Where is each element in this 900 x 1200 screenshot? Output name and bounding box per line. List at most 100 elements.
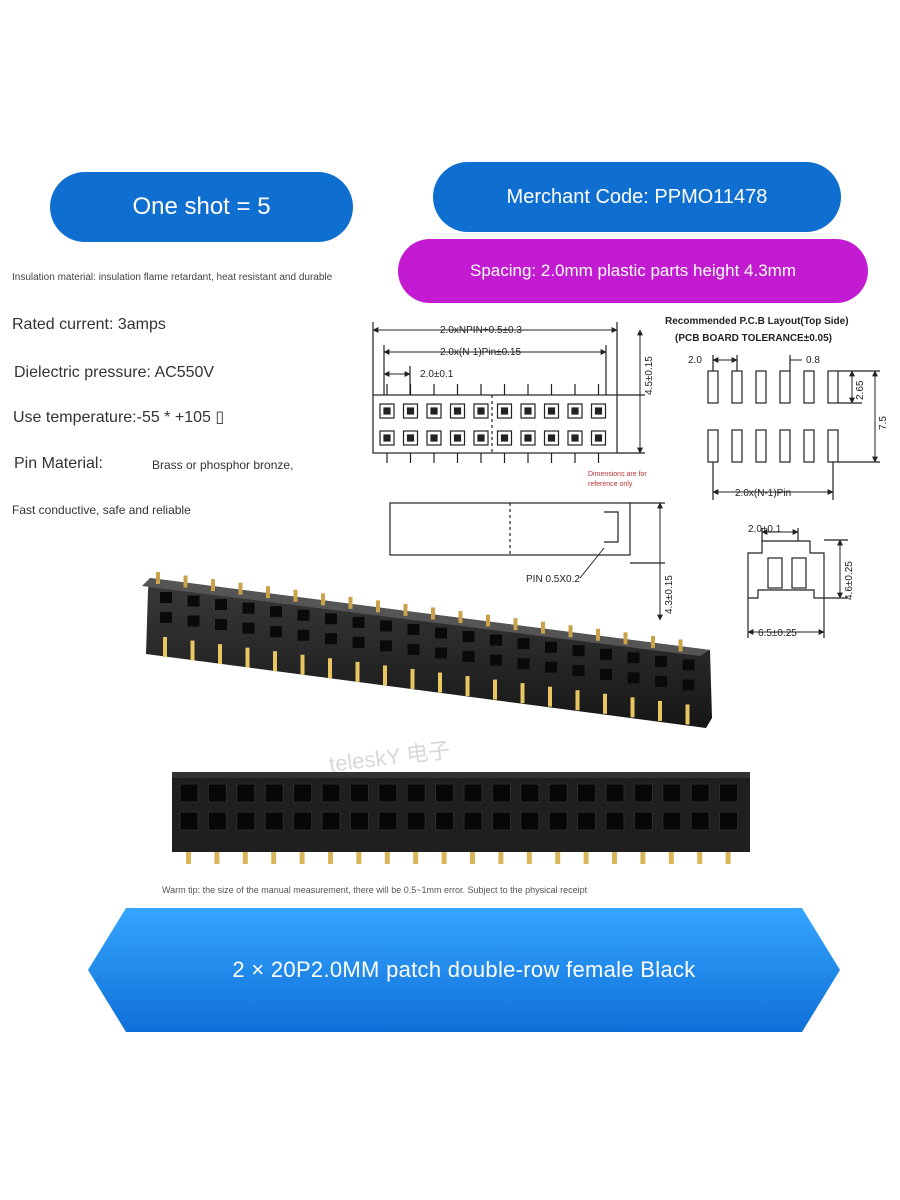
merchant-code-badge: Merchant Code: PPMO11478 (433, 162, 841, 232)
front-pin (356, 852, 362, 864)
socket-hole-front (462, 651, 475, 663)
socket-hole-bottom (179, 811, 199, 831)
one-shot-text: One shot = 5 (132, 193, 271, 220)
gold-pin-front (383, 665, 387, 686)
gold-pin-back (266, 586, 270, 599)
contact-top-core (500, 407, 509, 415)
gold-pin-back (678, 639, 683, 652)
gold-pin-front (300, 654, 305, 675)
contact-top (543, 403, 560, 419)
gold-pin-back (348, 596, 353, 609)
socket-hole-bottom (520, 811, 540, 831)
gold-pin-back (293, 589, 298, 602)
contact-bottom (379, 430, 395, 446)
contact-top-core (571, 407, 579, 415)
socket-hole-top (548, 783, 568, 803)
gold-pin-back (156, 572, 160, 584)
socket-hole-back (435, 627, 447, 639)
gold-pin-front (190, 640, 195, 661)
front-pin (697, 852, 703, 864)
socket-hole-front (187, 615, 200, 627)
spacing-text: Spacing: 2.0mm plastic parts height 4.3m… (470, 261, 796, 280)
contact-top (402, 403, 419, 419)
pin-material-value: Brass or phosphor bronze, (152, 458, 294, 472)
gold-pin-front (465, 676, 470, 697)
gold-pin-back (651, 635, 655, 648)
gold-pin-back (541, 621, 545, 634)
contact-bottom (426, 430, 442, 446)
gold-pin-front (575, 690, 580, 711)
insulation-text: Insulation material: insulation flame re… (12, 272, 333, 283)
socket-hole-top (321, 783, 341, 803)
end-pitch-label: 2.0±0.1 (748, 524, 782, 535)
socket-hole-top (690, 783, 710, 803)
contact-top-core (453, 407, 462, 415)
socket-hole-bottom (577, 811, 597, 831)
socket-hole-front (545, 661, 557, 673)
contact-bottom-core (477, 434, 485, 442)
socket-hole-top (463, 783, 483, 803)
contact-top (379, 403, 395, 419)
socket-hole-bottom (605, 811, 625, 831)
socket-hole-back (187, 595, 200, 607)
socket-hole-back (572, 645, 585, 657)
socket-hole-top (605, 783, 625, 803)
end-height-label: 4.6±0.25 (844, 561, 855, 600)
contact-bottom-core (594, 434, 603, 442)
socket-hole-back (517, 638, 530, 650)
gold-pin-front (685, 704, 690, 725)
socket-hole-bottom (321, 811, 341, 831)
pcb-pad-label: 0.8 (806, 355, 820, 366)
gold-pin-back (486, 614, 490, 627)
contact-bottom-core (547, 434, 556, 442)
socket-hole-bottom (264, 811, 284, 831)
front-pin (271, 852, 277, 864)
socket-hole-bottom (719, 811, 739, 831)
socket-hole-front (655, 675, 667, 687)
temperature-text: Use temperature:-55 * +105 ▯ (13, 409, 225, 426)
pcb-pads-top (707, 370, 839, 404)
contact-top (496, 403, 513, 419)
socket-hole-top (406, 783, 426, 803)
dim-pitch-label: 2.0±0.1 (420, 369, 454, 380)
dim-note-1: Dimensions are for (588, 471, 647, 478)
contact-top (520, 403, 536, 419)
socket-hole-top (577, 783, 597, 803)
contact-bottom-core (500, 434, 509, 442)
front-pin (498, 852, 504, 864)
socket-hole-bottom (378, 811, 398, 831)
gold-pin-front (438, 672, 442, 693)
one-shot-badge: One shot = 5 (50, 172, 353, 242)
socket-hole-front (380, 640, 392, 652)
pcb-row-label: 7.5 (878, 416, 889, 430)
pin-material-label: Pin Material: (14, 455, 103, 472)
contact-bottom (473, 430, 489, 446)
contact-top (473, 403, 489, 419)
end-view-body (747, 540, 825, 599)
front-pin (242, 852, 248, 864)
socket-hole-top (491, 783, 511, 803)
socket-hole-front (325, 633, 337, 645)
gold-pin-front (273, 651, 277, 672)
gold-pin-back (596, 628, 600, 641)
socket-hole-back (215, 599, 227, 611)
socket-hole-top (435, 783, 455, 803)
socket-hole-top (633, 783, 653, 803)
socket-hole-front (407, 643, 420, 655)
gold-pin-back (513, 618, 518, 631)
side-view-body (389, 502, 631, 556)
contact-bottom (520, 430, 536, 446)
bottom-banner-shape (88, 908, 840, 1032)
contact-top (590, 403, 607, 419)
socket-hole-front (600, 668, 612, 680)
pcb-pitch-label: 2.0 (688, 355, 702, 366)
gold-pin-front (630, 697, 635, 718)
front-pin (214, 852, 220, 864)
gold-pin-back (321, 593, 325, 606)
socket-hole-front (242, 622, 255, 634)
front-view-body (372, 394, 618, 454)
contact-top-core (594, 407, 603, 415)
socket-hole-front (297, 629, 310, 641)
socket-hole-front (517, 658, 530, 670)
contact-top-core (477, 407, 485, 415)
